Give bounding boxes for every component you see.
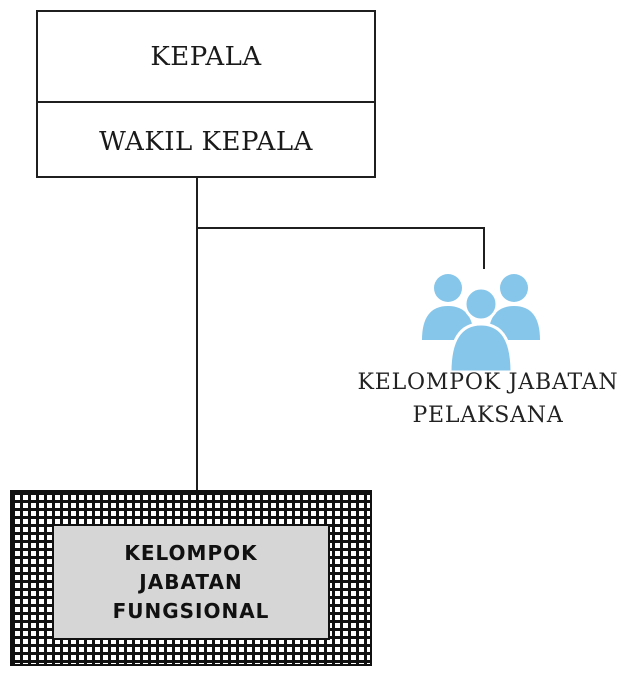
pelaksana-label: KELOMPOK JABATAN PELAKSANA <box>334 366 642 432</box>
fungsional-box: KELOMPOK JABATAN FUNGSIONAL <box>52 524 330 640</box>
head-label: KEPALA <box>150 41 262 72</box>
main-vertical-connector <box>196 178 198 491</box>
deputy-label: WAKIL KEPALA <box>38 101 374 180</box>
fungsional-label-line-1: KELOMPOK <box>124 540 258 565</box>
branch-drop-connector <box>483 227 485 269</box>
leadership-box: KEPALA WAKIL KEPALA <box>36 10 376 178</box>
horizontal-branch-connector <box>197 227 485 229</box>
fungsional-label-line-3: FUNGSIONAL <box>112 598 270 623</box>
people-group-icon <box>422 274 540 374</box>
pelaksana-label-line-1: KELOMPOK JABATAN <box>357 370 619 395</box>
pelaksana-label-line-2: PELAKSANA <box>412 403 564 428</box>
fungsional-label-line-2: JABATAN <box>139 569 243 594</box>
